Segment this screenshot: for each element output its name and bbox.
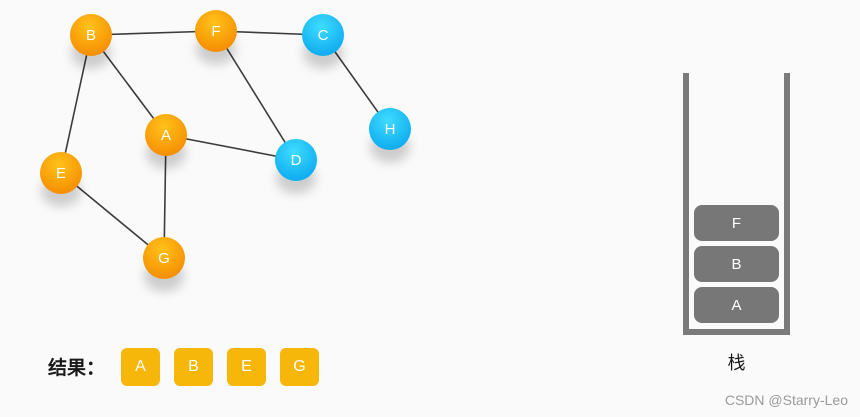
watermark: CSDN @Starry-Leo <box>724 392 848 408</box>
node-label: E <box>56 165 66 182</box>
node-circle <box>302 14 344 56</box>
node-label: D <box>291 152 302 169</box>
node-label: F <box>211 23 220 40</box>
result-item: B <box>174 348 213 386</box>
node-circle <box>40 152 82 194</box>
result-list: A B E G <box>121 348 319 386</box>
graph-node-g: G <box>143 237 185 292</box>
stack-label: 栈 <box>727 353 746 374</box>
graph-node-f: F <box>195 10 237 65</box>
result-item: A <box>121 348 160 386</box>
node-circle <box>369 108 411 150</box>
graph-node-c: C <box>302 14 344 69</box>
stack-item: F <box>694 205 779 241</box>
stack-items: A B F <box>694 205 779 323</box>
result-item: E <box>227 348 266 386</box>
stack-container: A B F <box>683 73 790 335</box>
node-label: G <box>158 250 170 267</box>
node-label: H <box>385 121 396 138</box>
edges-layer <box>60 30 391 259</box>
result-item: G <box>280 348 319 386</box>
graph-node-b: B <box>70 14 112 69</box>
node-label: C <box>318 27 329 44</box>
edge-a-d <box>165 134 297 161</box>
stack-item: B <box>694 246 779 282</box>
stack-item: A <box>694 287 779 323</box>
graph-node-a: A <box>145 114 187 169</box>
node-circle <box>195 10 237 52</box>
result-title: 结果： <box>48 357 106 379</box>
graph-diagram: B F C A E G D H <box>40 10 411 292</box>
graph-node-e: E <box>40 152 82 207</box>
node-circle <box>275 139 317 181</box>
graph-node-d: D <box>275 139 317 194</box>
nodes-layer: B F C A E G D H <box>40 10 411 292</box>
node-circle <box>70 14 112 56</box>
node-circle <box>143 237 185 279</box>
graph-node-h: H <box>369 108 411 163</box>
node-label: B <box>86 27 96 44</box>
node-circle <box>145 114 187 156</box>
node-label: A <box>161 127 171 144</box>
